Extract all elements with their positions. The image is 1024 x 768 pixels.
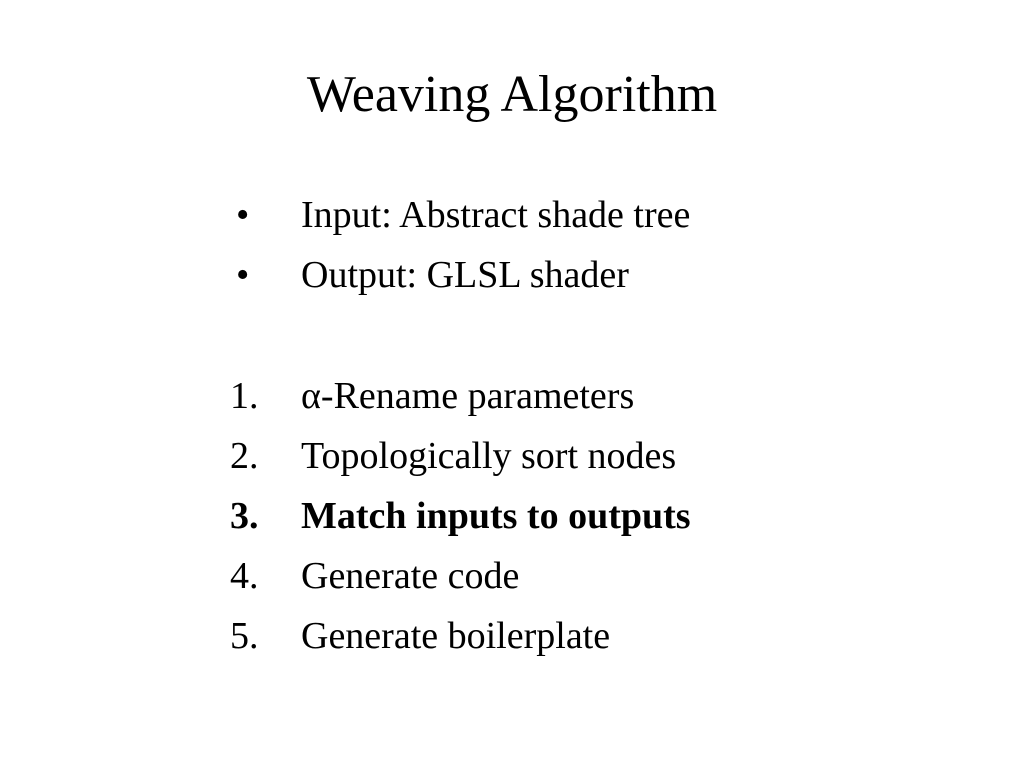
step-number: 2. (230, 435, 259, 477)
step-number: 3. (230, 495, 259, 537)
step-number: 5. (230, 615, 259, 657)
step-text: Generate boilerplate (301, 615, 611, 657)
bullet-marker: • (236, 194, 250, 236)
slide-title: Weaving Algorithm (306, 66, 718, 123)
bullet-marker: • (236, 254, 250, 296)
step-text: Topologically sort nodes (301, 435, 677, 477)
bullet-text: Input: Abstract shade tree (301, 194, 691, 236)
step-text: α-Rename parameters (301, 375, 635, 417)
step-text: Match inputs to outputs (301, 495, 691, 537)
step-text: Generate code (301, 555, 520, 597)
step-number: 1. (230, 375, 259, 417)
step-number: 4. (230, 555, 259, 597)
bullet-text: Output: GLSL shader (301, 254, 629, 296)
